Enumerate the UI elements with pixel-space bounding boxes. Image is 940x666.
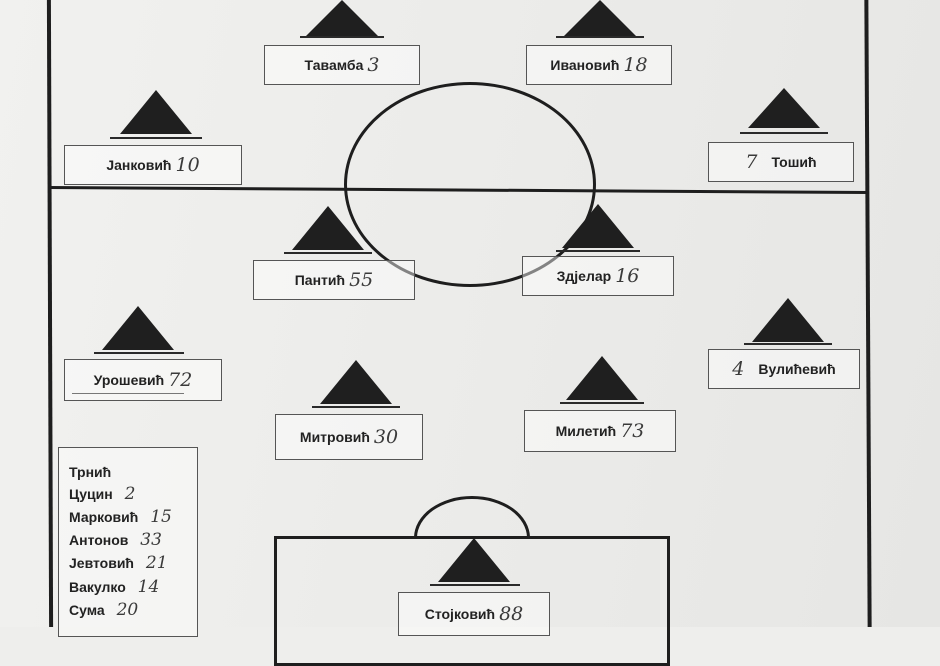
list-item: Јевтовић 21 [69,553,168,573]
sub-number: 2 [124,484,136,504]
center-circle [344,82,596,287]
player-name: Урошевић [93,372,165,388]
player-number: 16 [615,265,640,287]
handwritten-underline [72,393,184,394]
sub-name: Антонов [69,532,129,548]
player-marker-icon [564,0,636,36]
player-marker-icon [562,204,634,248]
player-name: Здјелар [556,268,612,284]
player-label: Митровић 30 [275,414,423,460]
player-name: Јанковић [106,157,172,173]
player-label: Стојковић 88 [398,592,550,636]
player-label: 7 Тошић [708,142,854,182]
player-label: Јанковић 10 [64,145,242,185]
player-marker-icon [102,306,174,350]
list-item: Марковић 15 [69,507,172,527]
list-item: Вакулко 14 [69,577,159,597]
sub-number: 14 [137,577,160,597]
player-marker-icon [438,538,510,582]
player-number: 18 [623,54,648,76]
player-name: Стојковић [424,606,496,622]
marker-base [430,584,520,586]
player-marker-icon [752,298,824,342]
marker-base [110,137,202,139]
marker-base [740,132,828,134]
player-number: 10 [175,154,200,176]
player-marker-icon [748,88,820,128]
marker-base [284,252,372,254]
player-marker-icon [320,360,392,404]
marker-base [560,402,644,404]
substitutes-list: Трнић Цуцин 2 Марковић 15 Антонов 33 Јев… [58,447,198,637]
pitch-right-touchline [864,0,872,628]
marker-base [556,250,640,252]
player-name: Тошић [771,154,817,170]
player-number: 7 [745,151,758,173]
player-marker-icon [306,0,378,36]
player-number: 73 [620,420,645,442]
sub-name: Сума [69,602,105,618]
player-marker-icon [566,356,638,400]
player-number: 72 [168,369,193,391]
player-number: 88 [499,603,524,625]
sub-name: Марковић [69,509,139,525]
list-item: Сума 20 [69,600,138,620]
player-name: Пантић [294,272,346,288]
player-marker-icon [120,90,192,134]
sub-number: 21 [145,553,168,573]
player-number: 4 [732,358,745,380]
player-label: Пантић 55 [253,260,415,300]
sub-name: Вакулко [69,579,126,595]
marker-base [94,352,184,354]
player-number: 3 [367,54,380,76]
player-name: Вулићевић [758,361,836,377]
player-number: 30 [373,426,399,448]
sub-name: Јевтовић [69,555,134,571]
player-number: 55 [349,269,374,291]
sub-number: 33 [140,530,162,550]
list-item: Цуцин 2 [69,484,135,504]
player-label: Милетић 73 [524,410,676,452]
player-label: 4 Вулићевић [708,349,860,389]
marker-base [300,36,384,38]
player-label: Здјелар 16 [522,256,674,296]
sub-number: 15 [150,507,172,527]
marker-base [744,343,832,345]
marker-base [556,36,644,38]
player-name: Митровић [299,429,370,445]
sub-name: Трнић [69,464,112,480]
player-name: Ивановић [550,57,620,73]
player-label: Ивановић 18 [526,45,672,85]
list-item: Антонов 33 [69,530,162,550]
player-marker-icon [292,206,364,250]
player-name: Тавамба [304,57,364,73]
marker-base [312,406,400,408]
list-item: Трнић [69,462,119,482]
pitch-left-touchline [46,0,54,628]
sub-number: 20 [116,600,139,620]
player-label: Урошевић 72 [64,359,222,401]
sub-name: Цуцин [69,486,113,502]
player-name: Милетић [555,423,617,439]
player-label: Тавамба 3 [264,45,420,85]
